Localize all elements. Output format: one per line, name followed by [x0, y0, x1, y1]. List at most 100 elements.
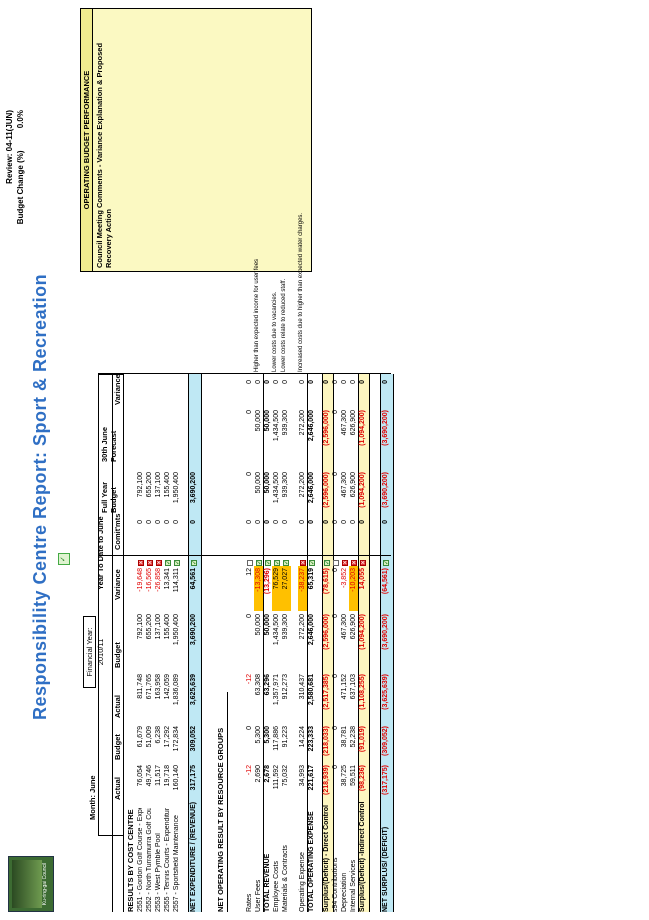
cost-centre-m_act: 76,054 [137, 765, 144, 787]
cost-centre-com: 0 [155, 520, 162, 524]
resource-var: 76,529 [273, 568, 280, 590]
cost-centre-m_act: 11,517 [155, 765, 162, 786]
cost-centre-var: -16,565 [146, 568, 153, 592]
resource-fv: 0 [382, 380, 389, 384]
resource-fy: (1,094,200) [359, 472, 366, 508]
resource-y_bud: (2,596,000) [323, 614, 330, 650]
resource-m_bud: (91,019) [359, 726, 366, 753]
net-expenditure-m_bud: 309,052 [190, 726, 197, 752]
resource-y_act: 63,308 [255, 674, 262, 696]
cost-centre-m_bud: 61,679 [137, 726, 144, 748]
resource-com: 0 [359, 520, 366, 524]
resource-y_bud: (3,690,200) [382, 614, 389, 650]
resource-var: (64,561) [382, 568, 389, 595]
resource-fy: 0 [246, 472, 253, 476]
resource-fc: 2,646,000 [308, 410, 315, 442]
resource-fc: (1,094,200) [359, 410, 366, 446]
resource-fv: 0 [273, 380, 280, 384]
resource-fc: 467,300 [341, 410, 348, 436]
resource-m_act: 221,617 [308, 765, 315, 791]
resource-y_act: 310,437 [299, 674, 306, 700]
resource-y_act: 63,296 [264, 674, 271, 696]
resource-m_act: 2,690 [255, 765, 262, 783]
variance-status-icon: ✓ [383, 559, 390, 566]
performance-panel: OPERATING BUDGET PERFORMANCE Council Mee… [80, 8, 312, 272]
cost-centre-fy: 155,400 [164, 472, 171, 498]
variance-status-icon: ✓ [256, 559, 263, 566]
variance-status-icon: ✓ [191, 559, 198, 566]
resource-y_act: -12 [246, 674, 253, 685]
variance-status-icon: ✓ [265, 559, 272, 566]
resource-fv: 0 [308, 380, 315, 384]
resource-var: 27,027 [282, 568, 289, 590]
resource-com: 0 [246, 520, 253, 524]
cost-centre-name: 2553 - West Pymble Pool [155, 833, 162, 912]
resource-y_bud: 939,300 [282, 614, 289, 640]
resource-com: 0 [308, 520, 315, 524]
resource-fy: (3,690,200) [382, 472, 389, 508]
cost-centre-name: 2552 - North Turramurra Golf Course - E [146, 808, 153, 912]
resource-y_bud: 626,900 [350, 614, 357, 640]
comment-text: Lower costs due to vacancies. [272, 291, 278, 372]
resource-com: 0 [273, 520, 280, 524]
resource-com: 0 [282, 520, 289, 524]
resource-var: -10,203 [350, 568, 357, 592]
financial-year: Financial Year: 2010/11 [83, 616, 105, 688]
resource-m_act: 0 [332, 765, 339, 769]
perf-subtitle: Council Meeting Comments - Variance Expl… [95, 42, 113, 268]
resource-fy: 50,000 [264, 472, 271, 494]
cost-centre-com: 0 [164, 520, 171, 524]
resource-fc: 50,000 [255, 410, 262, 432]
resource-var: 14,055 [359, 568, 366, 590]
resource-y_bud: 0 [332, 614, 339, 618]
resource-y_bud: 1,434,500 [273, 614, 280, 646]
legend-tick-icon: ✓ [58, 553, 70, 565]
resource-y_bud: 467,300 [341, 614, 348, 640]
resource-y_act: 912,273 [282, 674, 289, 700]
resource-y_act: (2,517,385) [323, 674, 330, 710]
resource-fc: 1,434,500 [273, 410, 280, 442]
comment-text: Lower costs relate to reduced staff. [281, 278, 287, 372]
column-header-fy_budget: Full Year Budget [100, 481, 118, 513]
resource-y_act: 471,152 [341, 674, 348, 700]
resource-row-name: Employee Costs [273, 861, 280, 912]
cost-centre-m_bud: 6,238 [155, 726, 162, 744]
variance-status-icon: ✓ [283, 559, 290, 566]
resource-fv: 0 [264, 380, 271, 384]
resource-com: 0 [350, 520, 357, 524]
net-expenditure-fy: 3,690,200 [190, 472, 197, 504]
resource-fv: 0 [341, 380, 348, 384]
resource-m_bud: (218,033) [323, 726, 330, 756]
resource-y_bud: 272,200 [299, 614, 306, 640]
resource-fc: (2,596,000) [323, 410, 330, 446]
resource-var: (13,296) [264, 568, 271, 595]
net-expenditure-label: NET EXPENDITURE / (REVENUE) [190, 801, 197, 912]
resource-com: 0 [332, 520, 339, 524]
comment-text: Increased costs due to higher than expec… [298, 212, 304, 372]
resource-m_act: (98,236) [359, 765, 366, 792]
net-expenditure-m_act: 317,175 [190, 765, 197, 791]
resource-row-name: User Fees [255, 879, 262, 912]
resource-m_bud: 91,223 [282, 726, 289, 748]
section-underline [227, 692, 228, 912]
resource-var: -13,308 [255, 568, 262, 592]
cost-centre-m_bud: 172,834 [173, 726, 180, 752]
resource-y_act: (1,108,255) [359, 674, 366, 710]
cost-centre-y_act: 1,836,089 [173, 674, 180, 706]
cost-centre-y_act: 671,765 [146, 674, 153, 700]
resource-m_bud: 38,781 [341, 726, 348, 748]
resource-row-name: Rates [246, 893, 253, 912]
variance-status-icon: ✓ [174, 559, 181, 566]
resource-fv: 0 [255, 380, 262, 384]
resource-y_bud: 50,000 [255, 614, 262, 636]
cost-centre-fy: 1,950,400 [173, 472, 180, 504]
resource-fv: 0 [323, 380, 330, 384]
column-header-variance: Variance [113, 569, 122, 600]
resource-fc: 626,900 [350, 410, 357, 436]
variance-status-icon: ✓ [274, 559, 281, 566]
variance-status-icon: ✕ [300, 559, 307, 566]
resource-var: (78,615) [323, 568, 330, 595]
month-label: Month: June [88, 775, 97, 820]
resource-fc: (3,690,200) [382, 410, 389, 446]
